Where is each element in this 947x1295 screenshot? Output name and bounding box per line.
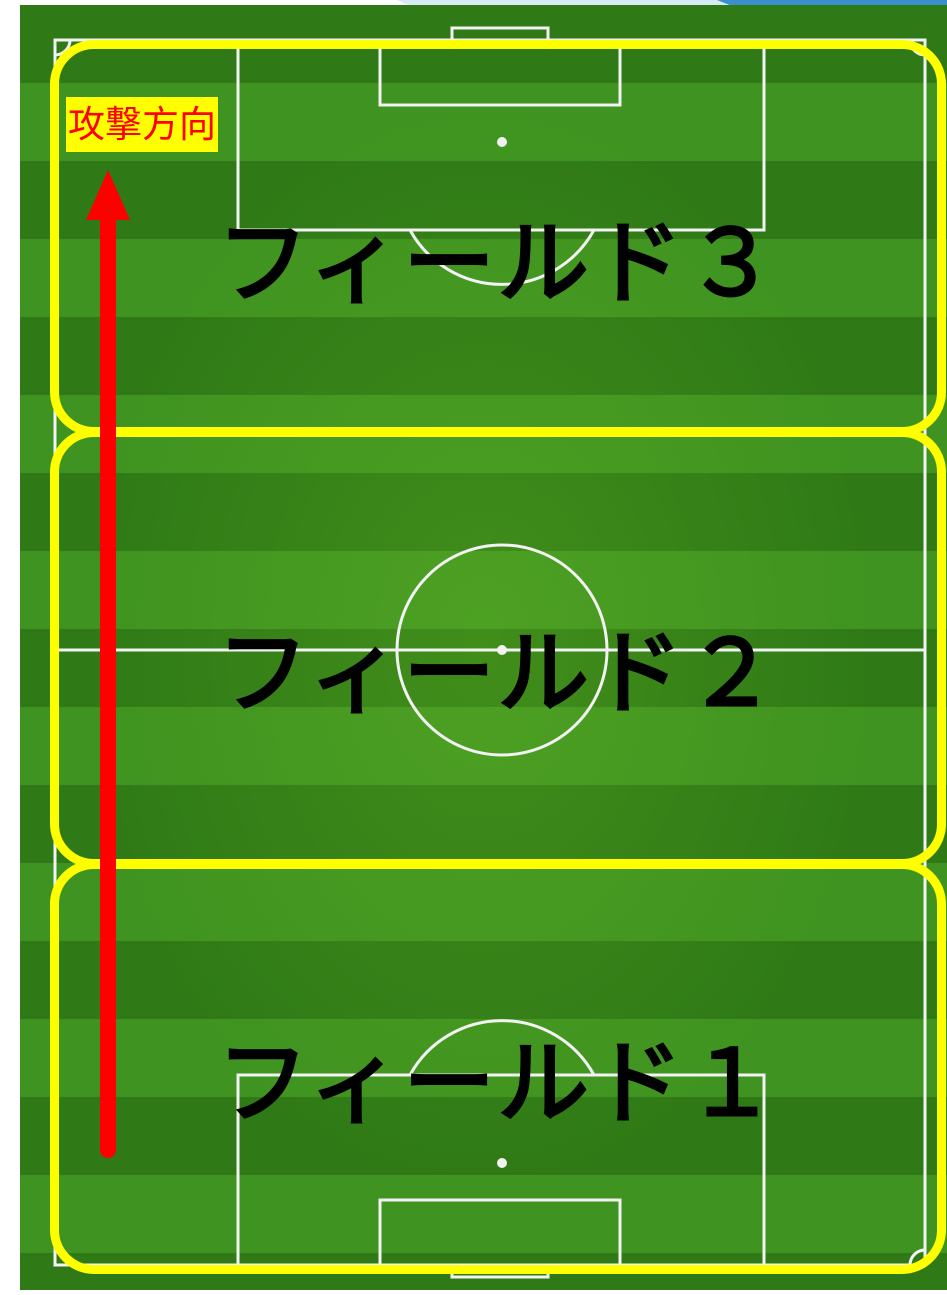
zone-field-2: フィールド２ xyxy=(50,428,946,868)
top-goal xyxy=(452,28,548,40)
zone-label-field-1: フィールド１ xyxy=(59,1009,937,1142)
zone-label-field-2: フィールド２ xyxy=(59,599,937,732)
zone-label-field-3: フィールド３ xyxy=(59,189,937,322)
zone-field-1: フィールド１ xyxy=(50,860,946,1274)
attack-direction-arrow xyxy=(80,170,136,1160)
attack-direction-label: 攻撃方向 xyxy=(66,97,218,152)
